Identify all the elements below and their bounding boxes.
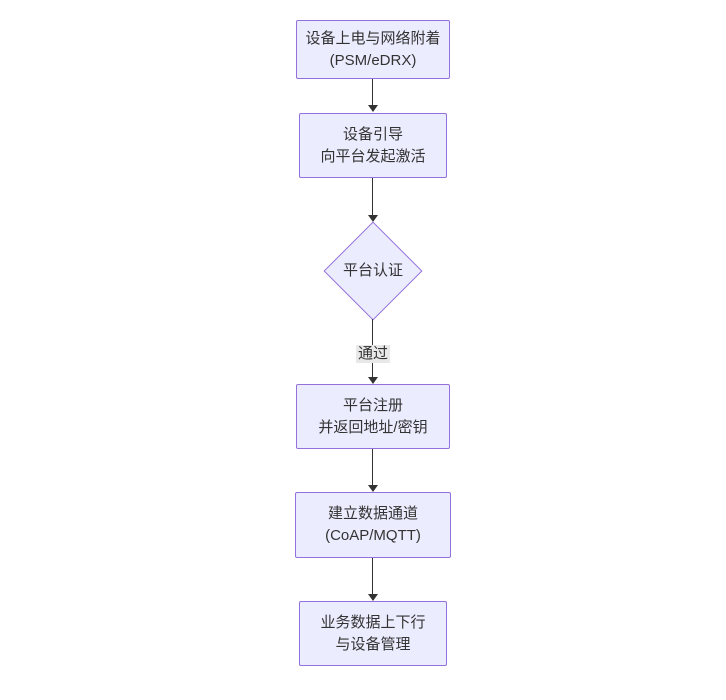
node-data-channel-line1: 建立数据通道 (327, 505, 418, 522)
node-device-power-line2: (PSM/eDRX) (329, 51, 417, 69)
edge-channel-to-business (372, 558, 373, 596)
edge-label-pass: 通过 (355, 345, 391, 363)
node-platform-register-line2: 并返回地址/密钥 (318, 418, 428, 436)
arrowhead-down-icon (368, 594, 378, 601)
edge-power-to-bootstrap (372, 79, 373, 107)
node-device-bootstrap-line2: 向平台发起激活 (320, 147, 426, 165)
arrowhead-down-icon (368, 105, 378, 112)
node-device-power-line1: 设备上电与网络附着 (305, 29, 441, 47)
node-data-channel-line2: (CoAP/MQTT) (325, 527, 421, 544)
arrowhead-down-icon (368, 215, 378, 222)
node-platform-register-line1: 平台注册 (342, 396, 403, 414)
node-device-power: 设备上电与网络附着 (PSM/eDRX) (296, 20, 450, 79)
node-business-data: 业务数据上下行 与设备管理 (299, 601, 447, 666)
node-platform-register: 平台注册 并返回地址/密钥 (296, 384, 450, 449)
node-data-channel: 建立数据通道 (CoAP/MQTT) (295, 492, 451, 558)
edge-register-to-channel (372, 449, 373, 487)
node-device-bootstrap-line1: 设备引导 (342, 125, 403, 143)
node-device-bootstrap: 设备引导 向平台发起激活 (299, 113, 447, 178)
node-platform-auth-label: 平台认证 (342, 262, 403, 279)
arrowhead-down-icon (368, 377, 378, 384)
edge-bootstrap-to-auth (372, 178, 373, 217)
node-business-data-line1: 业务数据上下行 (320, 613, 426, 631)
node-business-data-line2: 与设备管理 (335, 635, 411, 653)
arrowhead-down-icon (368, 485, 378, 492)
